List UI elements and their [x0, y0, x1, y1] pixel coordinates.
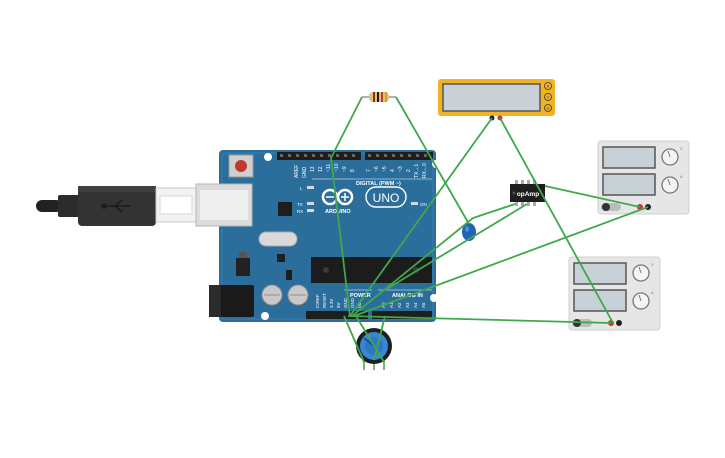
led-label-on: ON: [420, 202, 427, 207]
led-label-tx: TX: [297, 202, 303, 207]
analog-header: [372, 311, 432, 319]
digital-section-label: DIGITAL (PWM ~): [356, 181, 401, 187]
psu2-terminal-black[interactable]: [616, 320, 622, 326]
power-pin-gnd2: GND: [350, 297, 355, 308]
pin-label-13: 13: [310, 166, 316, 172]
multimeter-mode-v[interactable]: [544, 93, 552, 101]
pin-label-tx1: TX→1: [414, 164, 420, 178]
analog-pin-a1: A1: [389, 302, 394, 308]
potentiometer[interactable]: [356, 328, 392, 370]
multimeter-display: [442, 83, 541, 112]
atmega-chip: [311, 257, 432, 283]
wire-pot-to-5v: [343, 315, 365, 363]
multimeter-mode-v-label: V: [547, 95, 550, 100]
power-pin-gnd1: GND: [343, 297, 348, 308]
pin-label-rx0: RX←0: [422, 163, 428, 178]
psu1-knob-label-a: A: [680, 174, 683, 179]
multimeter-mode-a[interactable]: [544, 82, 552, 90]
wires[interactable]: [330, 96, 649, 363]
wire-psu1-to-gnd: [353, 206, 649, 317]
pin-label-11: ~11: [326, 164, 332, 172]
digital-header-left: [277, 152, 361, 160]
pin-label-12: 12: [318, 166, 324, 172]
power-section-label: POWER: [350, 293, 371, 299]
power-jack: [209, 285, 254, 317]
power-pin-3v3: 3.3V: [329, 299, 334, 308]
crystal-oscillator: [258, 231, 298, 247]
board-model: UNO: [373, 191, 400, 205]
reset-button[interactable]: [228, 154, 254, 178]
resistor[interactable]: [362, 92, 396, 102]
multimeter[interactable]: A V Ω: [438, 79, 555, 121]
arduino-uno-board[interactable]: AREF GND 13 12 ~11 ~10 ~9 8 7 ~6 ~5 4 ~3…: [195, 150, 440, 322]
psu1-voltage-display: [602, 146, 656, 169]
pin-label-8: 8: [350, 169, 356, 172]
psu2-knob-label-a: A: [651, 290, 654, 295]
arduino-logo: [321, 188, 354, 206]
psu2-voltage-display: [573, 262, 627, 285]
usb-icon: [101, 199, 130, 213]
wire-resistor-to-capacitor: [395, 96, 470, 225]
power-header: [306, 311, 368, 319]
wire-multimeter-to-psu2: [499, 117, 614, 324]
pin-label-gnd: GND: [302, 167, 308, 179]
power-pin-5v: 5V: [336, 302, 341, 308]
psu1-knob-label-v: V: [680, 146, 683, 151]
pin-label-4: 4: [390, 169, 396, 172]
power-pin-vin: Vin: [357, 301, 362, 308]
power-supply-2[interactable]: V A: [568, 256, 661, 331]
wire-multimeter-to-gnd: [349, 117, 493, 317]
wire-pot-to-gnd: [355, 315, 385, 363]
power-pin-reset: RESET: [322, 293, 327, 308]
pin-label-9: ~9: [342, 166, 348, 172]
analog-pin-a5: A5: [421, 302, 426, 308]
led-label-rx: RX: [297, 209, 303, 214]
usb-cable[interactable]: [36, 186, 197, 226]
wire-resistor-to-5v: [330, 96, 363, 317]
pin-label-aref: AREF: [294, 165, 300, 178]
multimeter-mode-ohm-label: Ω: [547, 106, 550, 111]
analog-pin-a2: A2: [397, 302, 402, 308]
multimeter-mode-ohm[interactable]: [544, 104, 552, 112]
wire-opamp-output: [384, 203, 528, 291]
opamp-chip[interactable]: opAmp: [510, 180, 545, 206]
power-pin-ioref: IOREF: [315, 294, 320, 308]
opamp-label: opAmp: [517, 191, 539, 198]
analog-pin-a4: A4: [413, 302, 418, 308]
multimeter-mode-a-label: A: [547, 84, 550, 89]
digital-header-right: [365, 152, 433, 160]
pin-label-7: 7: [366, 169, 372, 172]
wire-psu2-to-gnd: [347, 315, 612, 324]
uno-badge: [365, 186, 407, 208]
pin-label-10: ~10: [334, 163, 340, 172]
pin-label-5: ~5: [382, 166, 388, 172]
pin-label-2: 2: [406, 169, 412, 172]
analog-pin-a3: A3: [405, 302, 410, 308]
wire-pot-to-a0: [373, 315, 386, 361]
power-supply-1[interactable]: V A: [597, 140, 690, 215]
led-label-l: L: [300, 186, 303, 191]
psu1-current-display: [602, 173, 656, 196]
psu2-knob-label-v: V: [651, 262, 654, 267]
wire-opamp-to-analog: [351, 203, 516, 317]
pin-label-3: ~3: [398, 166, 404, 172]
wire-opamp-to-psu1: [544, 185, 641, 208]
pin-label-6: ~6: [374, 166, 380, 172]
